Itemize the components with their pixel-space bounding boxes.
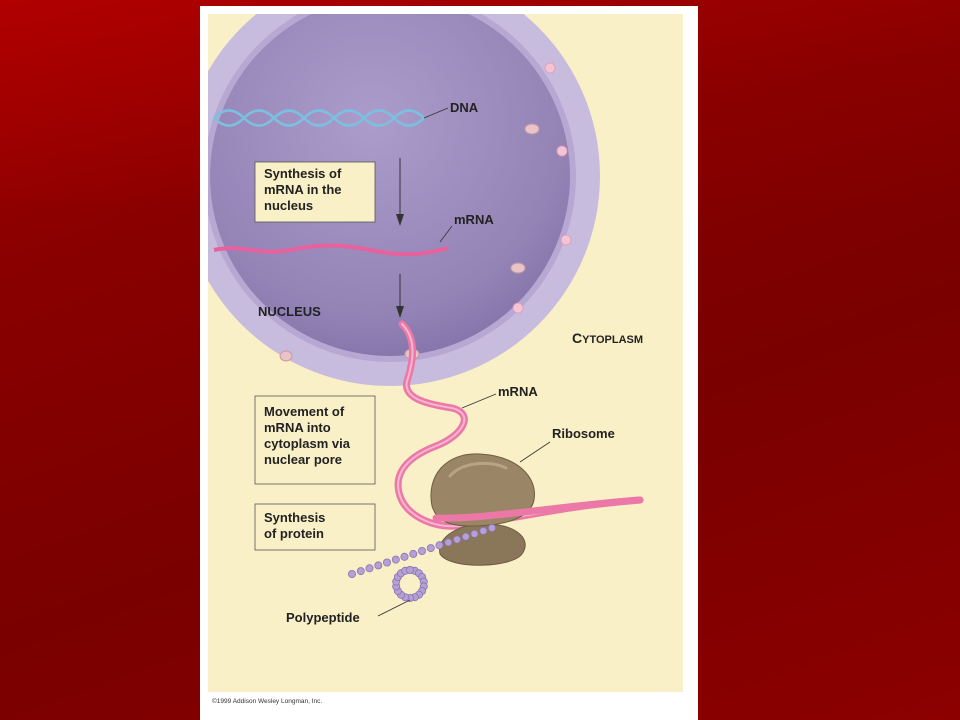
step2-line1: Movement of bbox=[264, 404, 345, 419]
amino-acid-bead bbox=[461, 532, 470, 541]
step1-line2: mRNA in the bbox=[264, 182, 342, 197]
cytoplasm-label-initial: C bbox=[572, 330, 582, 346]
step-box-protein-synthesis: Synthesis of protein bbox=[254, 503, 376, 551]
amino-acid-bead bbox=[405, 566, 414, 575]
nucleus-interior bbox=[210, 14, 570, 356]
step-box-synthesis-mrna: Synthesis of mRNA in the nucleus bbox=[254, 161, 376, 223]
amino-acid-bead bbox=[347, 570, 356, 579]
amino-acid-bead bbox=[365, 564, 374, 573]
copyright-notice: ©1999 Addison Wesley Longman, Inc. bbox=[212, 697, 322, 705]
amino-acid-bead bbox=[426, 544, 435, 553]
ribosome-leader-line bbox=[519, 441, 551, 463]
dna-helix bbox=[213, 109, 425, 127]
step3-line2: of protein bbox=[264, 526, 324, 541]
step2-line2: mRNA into bbox=[264, 420, 331, 435]
ribosome-label: Ribosome bbox=[552, 426, 615, 441]
polypeptide-chain bbox=[347, 524, 496, 603]
step1-line3: nucleus bbox=[264, 198, 313, 213]
mrna-cytoplasm-leader-line bbox=[461, 393, 497, 409]
amino-acid-bead bbox=[400, 552, 409, 561]
cytoplasm-label-rest: YTOPLASM bbox=[582, 334, 643, 346]
cytoplasm-label: CYTOPLASM bbox=[572, 330, 643, 346]
amino-acid-bead bbox=[470, 529, 479, 538]
amino-acid-bead bbox=[444, 538, 453, 547]
amino-acid-bead bbox=[487, 524, 496, 533]
mrna-strand-nucleus bbox=[213, 243, 449, 257]
amino-acid-bead bbox=[417, 547, 426, 556]
step2-line4: nuclear pore bbox=[264, 452, 342, 467]
dna-leader-line bbox=[423, 107, 449, 119]
ribosome bbox=[430, 453, 535, 566]
envelope-proteins bbox=[512, 62, 572, 314]
figure-frame: DNA Synthesis of mRNA in the nucleus mRN… bbox=[200, 6, 698, 720]
amino-acid-bead bbox=[382, 558, 391, 567]
mrna-over-ribosome bbox=[432, 496, 644, 522]
dna-label: DNA bbox=[450, 100, 479, 115]
amino-acid-bead bbox=[391, 555, 400, 564]
amino-acid-bead bbox=[435, 541, 444, 550]
transcription-arrow bbox=[396, 158, 404, 226]
step1-line1: Synthesis of bbox=[264, 166, 342, 181]
amino-acid-bead bbox=[452, 535, 461, 544]
mrna-nucleus-leader-line bbox=[439, 225, 453, 243]
diagram-canvas: DNA Synthesis of mRNA in the nucleus mRN… bbox=[208, 14, 683, 705]
step3-line1: Synthesis bbox=[264, 510, 325, 525]
mrna-nucleus-label: mRNA bbox=[454, 212, 494, 227]
amino-acid-bead bbox=[356, 567, 365, 576]
amino-acid-bead bbox=[479, 526, 488, 535]
polypeptide-leader-line bbox=[377, 599, 411, 617]
export-arrow bbox=[396, 274, 404, 318]
amino-acid-bead bbox=[374, 561, 383, 570]
polypeptide-label: Polypeptide bbox=[286, 610, 360, 625]
nucleus-label: NUCLEUS bbox=[258, 304, 321, 319]
amino-acid-bead bbox=[409, 549, 418, 558]
mrna-cytoplasm-label: mRNA bbox=[498, 384, 538, 399]
step-box-mrna-movement: Movement of mRNA into cytoplasm via nucl… bbox=[254, 395, 376, 485]
step2-line3: cytoplasm via bbox=[264, 436, 351, 451]
